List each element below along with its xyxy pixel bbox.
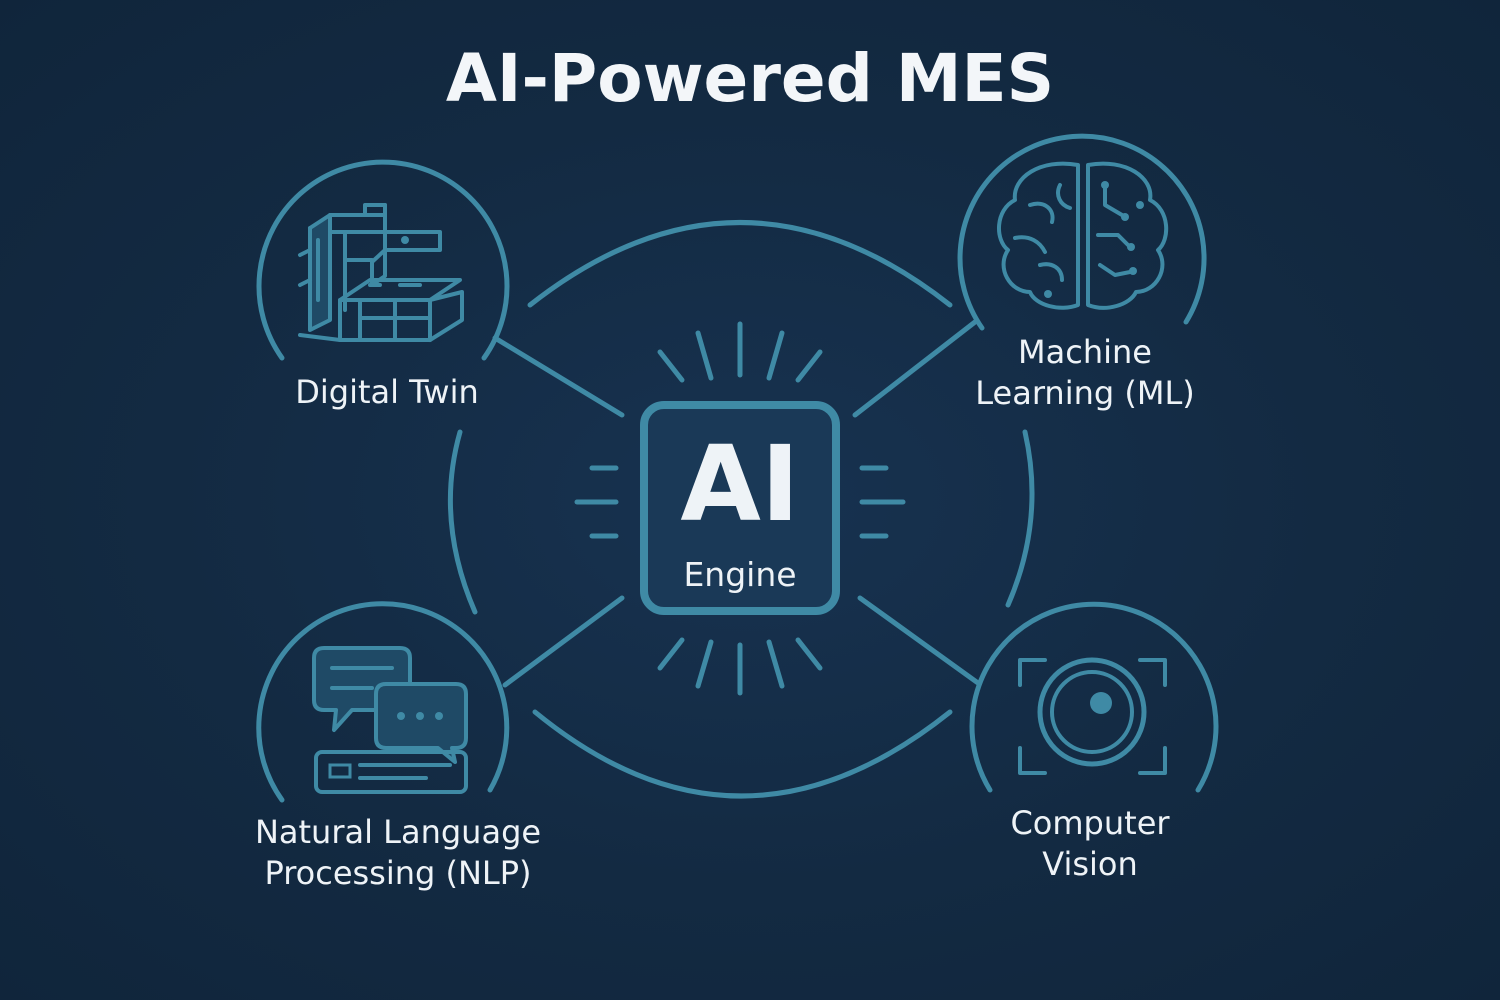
factory-machine-icon (298, 203, 464, 342)
page-title: AI-Powered MES (445, 40, 1055, 117)
nlp-label-line2: Processing (NLP) (264, 854, 532, 892)
connector-computer-vision (857, 595, 981, 686)
ring-arc-top (527, 220, 953, 308)
connector-digital-twin (492, 335, 625, 418)
brain-icon (996, 161, 1169, 310)
engine-rays (574, 321, 906, 696)
node-arc-nlp (256, 601, 510, 803)
machine-learning-label-line1: Machine (1018, 333, 1152, 371)
ring-arc-bottom (532, 709, 953, 799)
digital-twin-label: Digital Twin (295, 373, 479, 411)
chat-bubbles-icon (312, 646, 468, 794)
engine-sub-label: Engine (683, 555, 797, 594)
camera-lens-icon (1018, 657, 1167, 775)
node-arc-computer-vision (969, 601, 1219, 793)
machine-learning-label-line2: Learning (ML) (975, 374, 1195, 412)
nlp-label-line1: Natural Language (254, 813, 542, 851)
connector-nlp (502, 595, 625, 688)
computer-vision-label-line1: Computer (1010, 804, 1170, 842)
node-arc-machine-learning (957, 133, 1207, 331)
node-arc-digital-twin (256, 159, 510, 361)
engine-chip (640, 401, 840, 615)
engine-main-label: AI (680, 423, 800, 545)
computer-vision-label-line2: Vision (1042, 845, 1138, 883)
ring-arc-left (447, 429, 478, 615)
ring-arc-right (1005, 429, 1035, 608)
connector-machine-learning (852, 319, 978, 418)
